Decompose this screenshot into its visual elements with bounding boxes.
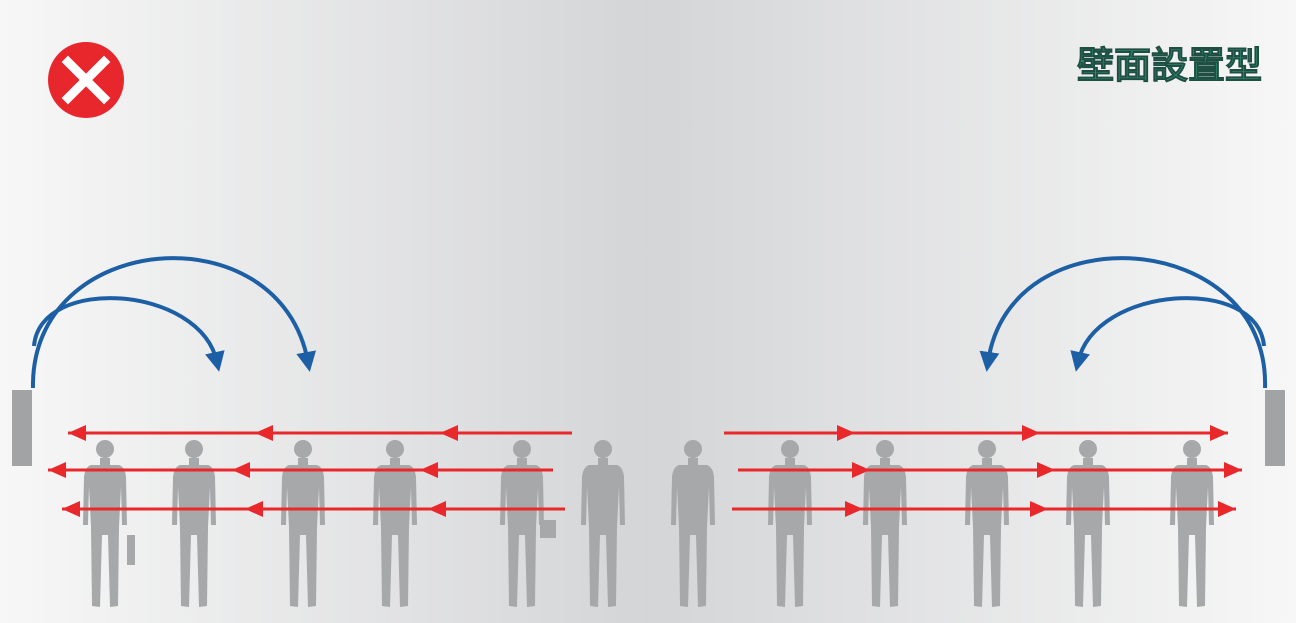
bag-shape bbox=[540, 520, 556, 538]
bag-shape bbox=[127, 535, 135, 565]
wall-device-right bbox=[1265, 390, 1285, 466]
page-title: 壁面設置型 bbox=[1077, 44, 1262, 87]
wall-device-left bbox=[12, 390, 32, 466]
cross-mark-icon bbox=[48, 42, 124, 118]
